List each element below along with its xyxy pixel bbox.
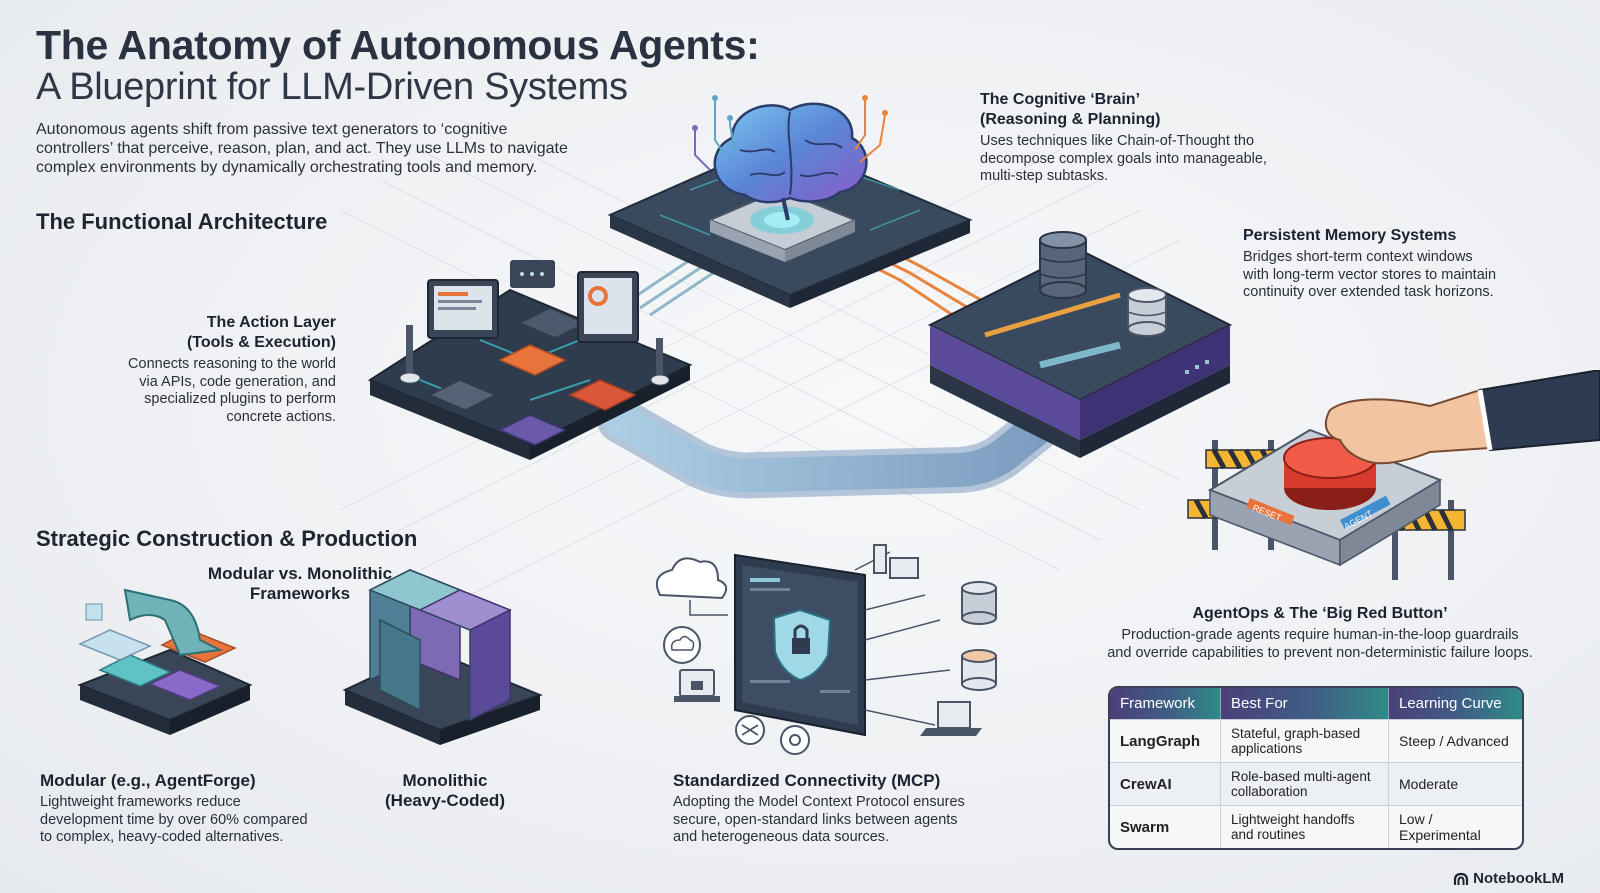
table-cell-best-for: Role-based multi-agent collaboration xyxy=(1220,762,1388,805)
intro-text: Autonomous agents shift from passive tex… xyxy=(36,121,568,176)
signal-lines xyxy=(692,95,888,171)
page-subtitle: A Blueprint for LLM-Driven Systems xyxy=(36,66,628,108)
cloud-small-icon xyxy=(663,626,701,664)
monolithic-label: Monolithic (Heavy-Coded) xyxy=(385,771,505,810)
memory-platform xyxy=(927,231,1233,458)
notebooklm-brand: NotebookLM xyxy=(1453,870,1564,887)
big-red-button-illustration: RESET AGENT xyxy=(1187,370,1600,580)
brand-label: NotebookLM xyxy=(1473,870,1564,887)
mcp-illustration xyxy=(656,544,997,755)
modular-vs-monolithic-title: Modular vs. Monolithic Frameworks xyxy=(207,564,393,603)
hand-icon xyxy=(1324,370,1600,465)
architecture-illustration xyxy=(367,95,1233,499)
notebooklm-logo-icon xyxy=(1454,872,1469,885)
monolithic-block xyxy=(342,568,543,745)
table-cell-framework: LangGraph xyxy=(1110,719,1220,762)
table-header-row: Framework Best For Learning Curve xyxy=(1110,688,1522,719)
brain-platform xyxy=(607,138,973,308)
table-cell-best-for: Lightweight handoffs and routines xyxy=(1220,805,1388,848)
connection-conduit xyxy=(597,387,1083,499)
agentops-label: AgentOps & The ‘Big Red Button’ Producti… xyxy=(1107,605,1533,661)
modular-label: Modular (e.g., AgentForge) Lightweight f… xyxy=(40,771,308,845)
secure-monitor xyxy=(734,553,866,737)
mcp-label: Standardized Connectivity (MCP) Adopting… xyxy=(673,771,965,845)
table-row: Swarm Lightweight handoffs and routines … xyxy=(1110,805,1522,848)
action-layer-label: The Action Layer (Tools & Execution) Con… xyxy=(128,314,336,425)
laptop-icon xyxy=(920,701,982,736)
table-cell-framework: Swarm xyxy=(1110,805,1220,848)
section-heading-strategic: Strategic Construction & Production xyxy=(36,526,418,551)
brain-label: The Cognitive ‘Brain’ (Reasoning & Plann… xyxy=(980,91,1267,184)
devices-icon xyxy=(873,544,919,579)
table-header-learning-curve: Learning Curve xyxy=(1388,688,1522,719)
table-header-best-for: Best For xyxy=(1220,688,1388,719)
brain-icon xyxy=(713,102,868,221)
page-title: The Anatomy of Autonomous Agents: xyxy=(36,22,760,68)
table-cell-framework: CrewAI xyxy=(1110,762,1220,805)
framework-comparison-table: Framework Best For Learning Curve LangGr… xyxy=(1108,686,1524,850)
table-row: LangGraph Stateful, graph-based applicat… xyxy=(1110,719,1522,762)
database-orange-icon xyxy=(961,649,997,691)
table-cell-learning-curve: Steep / Advanced xyxy=(1388,719,1522,762)
cloud-icon xyxy=(656,557,728,600)
gear-icon xyxy=(780,725,810,755)
modular-blocks xyxy=(77,588,253,735)
table-row: CrewAI Role-based multi-agent collaborat… xyxy=(1110,762,1522,805)
frameworks-illustration xyxy=(77,568,543,745)
table-cell-learning-curve: Low / Experimental xyxy=(1388,805,1522,848)
table-cell-best-for: Stateful, graph-based applications xyxy=(1220,719,1388,762)
table-header-framework: Framework xyxy=(1110,688,1220,719)
laptop-lock-icon xyxy=(674,669,720,702)
database-small-icon xyxy=(1127,287,1167,337)
shuffle-icon xyxy=(735,715,765,745)
action-layer-platform xyxy=(367,260,693,460)
database-icon xyxy=(1039,231,1087,299)
database-icon xyxy=(961,581,997,625)
memory-label: Persistent Memory Systems Bridges short-… xyxy=(1243,227,1497,300)
section-heading-functional: The Functional Architecture xyxy=(36,209,328,234)
table-cell-learning-curve: Moderate xyxy=(1388,762,1522,805)
